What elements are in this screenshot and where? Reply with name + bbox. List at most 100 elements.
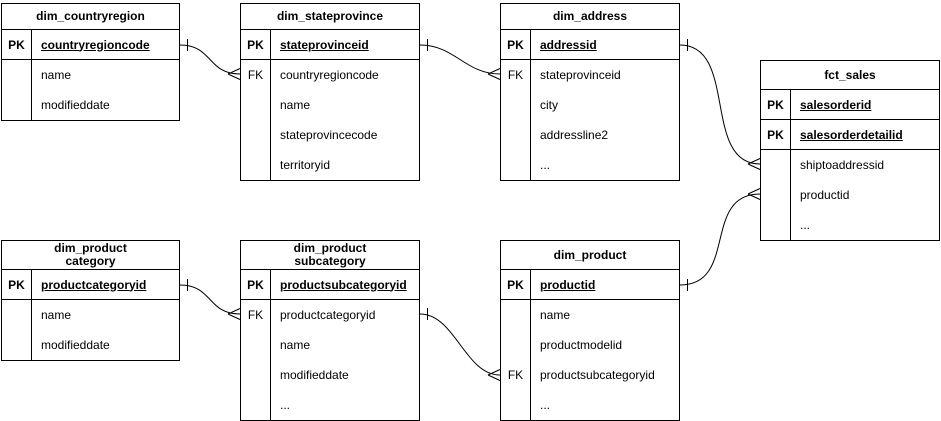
column-name: productid	[800, 188, 850, 202]
column-name: ...	[540, 398, 551, 412]
table-row: addressline2	[501, 120, 679, 150]
table-row: modifieddate	[2, 90, 179, 120]
column-name: ...	[800, 218, 811, 232]
column-name: countryregioncode	[41, 37, 150, 52]
key-cell	[241, 330, 271, 360]
key-cell	[241, 390, 271, 420]
table-row: name	[241, 330, 419, 360]
column-name: name	[41, 68, 72, 82]
column-name: modifieddate	[41, 338, 110, 352]
key-cell	[241, 150, 271, 180]
fk-badge: FK	[241, 60, 271, 90]
table-fct-sales: fct_sales PK salesorderid PK salesorderd…	[760, 60, 940, 241]
table-row: name	[241, 90, 419, 120]
relationship-address-fctsales	[679, 39, 761, 170]
key-cell	[241, 360, 271, 390]
column-name: name	[280, 338, 311, 352]
table-title: dim_countryregion	[2, 4, 179, 30]
key-cell	[2, 90, 32, 120]
table-dim-address: dim_address PK addressid FK stateprovinc…	[500, 3, 680, 181]
table-dim-countryregion: dim_countryregion PK countryregioncode n…	[1, 3, 180, 121]
table-title: fct_sales	[761, 61, 939, 90]
column-name: name	[540, 308, 571, 322]
relationship-productsubcategory-product	[419, 308, 501, 381]
column-name: name	[41, 308, 72, 322]
table-row: FK stateprovinceid	[501, 60, 679, 90]
key-cell	[761, 210, 791, 240]
key-cell	[241, 120, 271, 150]
column-name: productcategoryid	[280, 308, 376, 322]
pk-badge: PK	[2, 30, 32, 59]
column-name: salesorderdetailid	[800, 127, 903, 142]
relationship-productcategory-productsubcategory	[179, 279, 241, 320]
key-cell	[501, 150, 531, 180]
fk-badge: FK	[241, 300, 271, 330]
column-name: ...	[280, 398, 291, 412]
table-row: ...	[761, 210, 939, 240]
key-cell	[2, 330, 32, 360]
column-name: territoryid	[280, 158, 331, 172]
table-row: name	[501, 300, 679, 330]
table-row: PK addressid	[501, 30, 679, 60]
fk-badge: FK	[501, 60, 531, 90]
key-cell	[501, 300, 531, 330]
table-row: name	[2, 60, 179, 90]
key-cell	[501, 90, 531, 120]
key-cell	[2, 300, 32, 330]
table-dim-product-subcategory: dim_product subcategory PK productsubcat…	[240, 240, 420, 421]
table-row: shiptoaddressid	[761, 150, 939, 180]
pk-badge: PK	[241, 270, 271, 299]
table-row: FK productsubcategoryid	[501, 360, 679, 390]
table-row: city	[501, 90, 679, 120]
table-title: dim_address	[501, 4, 679, 30]
table-dim-product-category: dim_product category PK productcategoryi…	[1, 240, 180, 361]
table-row: territoryid	[241, 150, 419, 180]
table-row: PK salesorderid	[761, 90, 939, 120]
table-row: name	[2, 300, 179, 330]
table-row: ...	[501, 150, 679, 180]
table-row: ...	[501, 390, 679, 420]
table-row: PK salesorderdetailid	[761, 120, 939, 150]
table-row: productmodelid	[501, 330, 679, 360]
table-row: modifieddate	[2, 330, 179, 360]
column-name: salesorderid	[800, 97, 872, 112]
pk-badge: PK	[501, 270, 531, 299]
key-cell	[501, 120, 531, 150]
column-name: productmodelid	[540, 338, 623, 352]
column-name: addressid	[540, 37, 597, 52]
table-row: productid	[761, 180, 939, 210]
column-name: stateprovinceid	[280, 37, 369, 52]
column-name: stateprovincecode	[280, 128, 378, 142]
table-title: dim_product	[501, 241, 679, 270]
table-dim-stateprovince: dim_stateprovince PK stateprovinceid FK …	[240, 3, 420, 181]
key-cell	[761, 150, 791, 180]
key-cell	[501, 390, 531, 420]
key-cell	[2, 60, 32, 90]
column-name: ...	[540, 158, 551, 172]
relationship-stateprovince-address	[419, 39, 501, 80]
column-name: countryregioncode	[280, 68, 379, 82]
relationship-countryregion-stateprovince	[179, 39, 241, 80]
table-row: PK productid	[501, 270, 679, 300]
relationship-product-fctsales	[679, 188, 761, 291]
fk-badge: FK	[501, 360, 531, 390]
pk-badge: PK	[761, 90, 791, 119]
table-row: FK countryregioncode	[241, 60, 419, 90]
table-title: dim_product category	[2, 241, 179, 270]
table-title: dim_product subcategory	[241, 241, 419, 270]
column-name: name	[280, 98, 311, 112]
table-row: PK productsubcategoryid	[241, 270, 419, 300]
column-name: stateprovinceid	[540, 68, 621, 82]
pk-badge: PK	[761, 120, 791, 149]
table-row: PK productcategoryid	[2, 270, 179, 300]
table-row: ...	[241, 390, 419, 420]
key-cell	[501, 330, 531, 360]
table-row: stateprovincecode	[241, 120, 419, 150]
column-name: productcategoryid	[41, 277, 147, 292]
key-cell	[761, 180, 791, 210]
table-row: PK countryregioncode	[2, 30, 179, 60]
column-name: modifieddate	[280, 368, 349, 382]
pk-badge: PK	[2, 270, 32, 299]
column-name: modifieddate	[41, 98, 110, 112]
